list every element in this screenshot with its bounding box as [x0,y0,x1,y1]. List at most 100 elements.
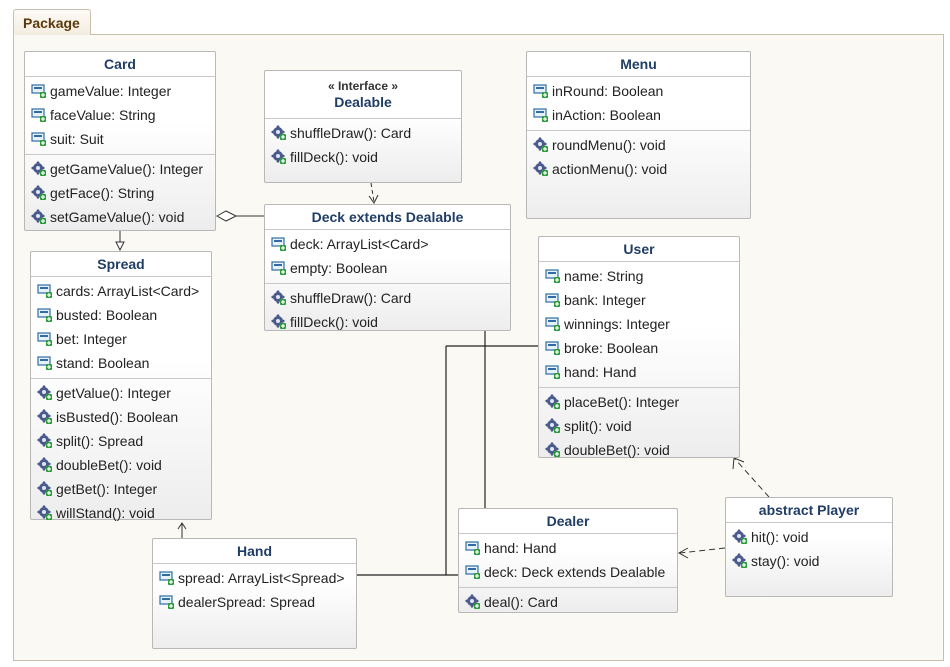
attribute-text: stand: Boolean [56,355,150,371]
operations-section: roundMenu(): void actionMenu(): void [527,131,750,184]
attribute-row[interactable]: busted: Boolean [31,303,211,327]
operation-row[interactable]: placeBet(): Integer [539,390,739,414]
attribute-text: cards: ArrayList<Card> [56,283,200,299]
attributes-section: inRound: Boolean inAction: Boolean [527,77,750,131]
operation-text: hit(): void [751,529,809,545]
operation-icon [37,385,53,401]
attribute-text: hand: Hand [484,540,557,556]
operation-text: isBusted(): Boolean [56,409,179,425]
operation-text: actionMenu(): void [552,161,668,177]
class-title[interactable]: abstract Player [726,498,892,523]
attribute-row[interactable]: winnings: Integer [539,312,739,336]
operation-row[interactable]: roundMenu(): void [527,133,750,157]
operation-row[interactable]: isBusted(): Boolean [31,405,211,429]
operation-row[interactable]: doubleBet(): void [31,453,211,477]
attribute-row[interactable]: deck: ArrayList<Card> [265,232,510,256]
attribute-text: suit: Suit [50,131,104,147]
attributes-section: gameValue: Integer faceValue: String sui… [25,77,215,155]
attribute-row[interactable]: suit: Suit [25,127,215,151]
class-title[interactable]: Hand [153,539,356,564]
attribute-icon [37,355,53,371]
operation-text: stay(): void [751,553,820,569]
operation-row[interactable]: stay(): void [726,549,892,573]
class-title[interactable]: Spread [31,252,211,277]
class-dealable[interactable]: « Interface » Dealable shuffleDraw(): Ca… [264,70,462,183]
class-player[interactable]: abstract Player hit(): void stay(): void [725,497,893,597]
attribute-icon [465,564,481,580]
attribute-text: broke: Boolean [564,340,659,356]
operation-row[interactable]: getGameValue(): Integer [25,157,215,181]
attribute-row[interactable]: hand: Hand [459,536,677,560]
attribute-text: hand: Hand [564,364,637,380]
operation-row[interactable]: deal(): Card [459,590,677,614]
attribute-row[interactable]: bet: Integer [31,327,211,351]
operation-row[interactable]: setGameValue(): void [25,205,215,229]
attributes-section: deck: ArrayList<Card> empty: Boolean [265,230,510,284]
operation-row[interactable]: split(): void [539,414,739,438]
attribute-text: spread: ArrayList<Spread> [178,570,345,586]
attribute-icon [533,107,549,123]
operation-row[interactable]: getBet(): Integer [31,477,211,501]
package-tab[interactable]: Package [13,9,91,35]
attribute-row[interactable]: stand: Boolean [31,351,211,375]
class-title[interactable]: User [539,237,739,262]
attribute-icon [31,131,47,147]
operation-row[interactable]: split(): Spread [31,429,211,453]
class-title[interactable]: Dealer [459,509,677,534]
class-title[interactable]: Deck extends Dealable [265,205,510,230]
class-hand[interactable]: Hand spread: ArrayList<Spread> dealerSpr… [152,538,357,649]
operation-text: setGameValue(): void [50,209,185,225]
attribute-row[interactable]: empty: Boolean [265,256,510,280]
attribute-row[interactable]: dealerSpread: Spread [153,590,356,614]
operation-icon [271,314,287,330]
attribute-text: winnings: Integer [564,316,670,332]
class-card[interactable]: Card gameValue: Integer faceValue: Strin… [24,51,216,231]
operation-row[interactable]: shuffleDraw(): Card [265,121,461,145]
attribute-text: bet: Integer [56,331,127,347]
operation-text: shuffleDraw(): Card [290,125,412,141]
attribute-row[interactable]: broke: Boolean [539,336,739,360]
attribute-row[interactable]: inRound: Boolean [527,79,750,103]
attribute-row[interactable]: bank: Integer [539,288,739,312]
operation-icon [31,209,47,225]
class-user[interactable]: User name: String bank: Integer winnings… [538,236,740,458]
class-deck[interactable]: Deck extends Dealable deck: ArrayList<Ca… [264,204,511,331]
class-dealer[interactable]: Dealer hand: Hand deck: Deck extends Dea… [458,508,678,613]
attribute-icon [545,316,561,332]
attribute-text: gameValue: Integer [50,83,172,99]
attribute-row[interactable]: gameValue: Integer [25,79,215,103]
operation-text: getGameValue(): Integer [50,161,204,177]
operation-row[interactable]: fillDeck(): void [265,145,461,169]
attribute-row[interactable]: hand: Hand [539,360,739,384]
attribute-row[interactable]: spread: ArrayList<Spread> [153,566,356,590]
operation-row[interactable]: fillDeck(): void [265,310,510,334]
attribute-row[interactable]: name: String [539,264,739,288]
operation-row[interactable]: actionMenu(): void [527,157,750,181]
attribute-row[interactable]: cards: ArrayList<Card> [31,279,211,303]
operation-row[interactable]: willStand(): void [31,501,211,525]
operation-row[interactable]: hit(): void [726,525,892,549]
attribute-row[interactable]: deck: Deck extends Dealable [459,560,677,584]
class-title[interactable]: Menu [527,52,750,77]
attribute-text: deck: Deck extends Dealable [484,564,666,580]
operation-icon [37,505,53,521]
operation-text: getFace(): String [50,185,155,201]
operation-text: split(): Spread [56,433,144,449]
class-title[interactable]: « Interface » Dealable [265,71,461,119]
class-spread[interactable]: Spread cards: ArrayList<Card> busted: Bo… [30,251,212,521]
operations-section: shuffleDraw(): Card fillDeck(): void [265,284,510,337]
operation-row[interactable]: getFace(): String [25,181,215,205]
attribute-text: deck: ArrayList<Card> [290,236,429,252]
class-title[interactable]: Card [25,52,215,77]
operation-icon [545,418,561,434]
operation-icon [465,594,481,610]
operation-row[interactable]: shuffleDraw(): Card [265,286,510,310]
operation-row[interactable]: getValue(): Integer [31,381,211,405]
class-menu[interactable]: Menu inRound: Boolean inAction: Boolean … [526,51,751,219]
operation-icon [37,433,53,449]
class-name: Dealable [334,94,392,110]
attribute-row[interactable]: inAction: Boolean [527,103,750,127]
attribute-row[interactable]: faceValue: String [25,103,215,127]
operation-icon [533,137,549,153]
operation-row[interactable]: doubleBet(): void [539,438,739,462]
